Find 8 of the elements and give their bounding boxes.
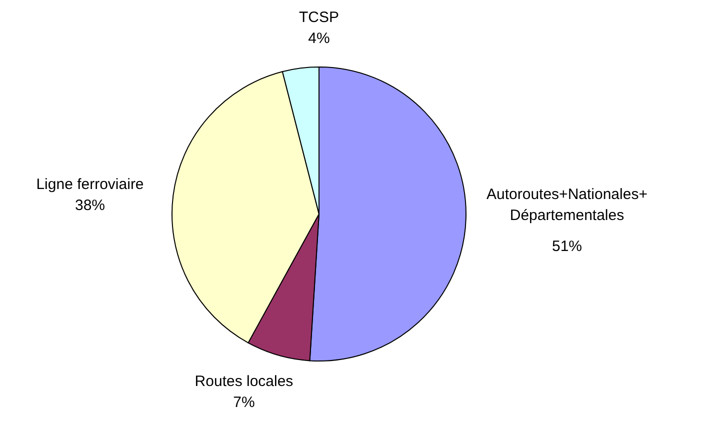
category-label: TCSP bbox=[298, 8, 340, 28]
category-label: Ligne ferroviaire bbox=[35, 175, 145, 195]
value-label: 38% bbox=[74, 196, 106, 216]
value-label: 4% bbox=[307, 29, 331, 49]
category-label: Routes locales bbox=[194, 372, 294, 392]
value-label: 7% bbox=[232, 393, 256, 413]
value-label: 51% bbox=[550, 237, 584, 257]
category-label: Autoroutes+Nationales+ Départementales bbox=[486, 185, 648, 226]
